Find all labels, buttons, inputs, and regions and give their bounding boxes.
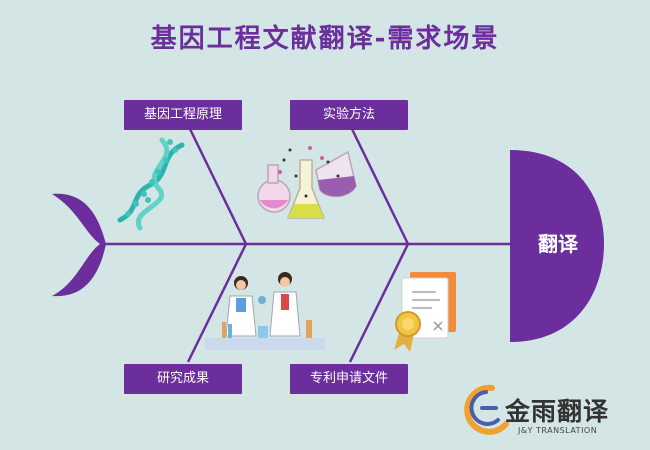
logo-name-en: J&Y TRANSLATION — [518, 426, 598, 435]
bone-lower-1 — [186, 243, 248, 363]
fish-head-label: 翻译 — [538, 232, 578, 256]
bone-lower-2 — [348, 243, 410, 363]
jy-logo-icon — [464, 384, 509, 435]
page-title: 基因工程文献翻译-需求场景 — [150, 24, 500, 54]
bone-upper-1 — [188, 128, 248, 245]
flasks-icon — [257, 146, 357, 219]
certificate-icon — [394, 272, 456, 352]
scientists-icon — [205, 272, 325, 350]
bone-label-experiment-method: 实验方法 — [290, 100, 408, 130]
dna-icon — [117, 137, 185, 231]
fish-tail-shape — [52, 193, 106, 297]
fish-head-shape — [510, 150, 604, 342]
bone-label-research-results: 研究成果 — [124, 364, 242, 394]
bone-label-gene-principle: 基因工程原理 — [124, 100, 242, 130]
bone-upper-2 — [350, 128, 410, 245]
logo-name-cn: 金雨翻译 — [505, 397, 610, 426]
bone-label-patent-documents: 专利申请文件 — [290, 364, 408, 394]
